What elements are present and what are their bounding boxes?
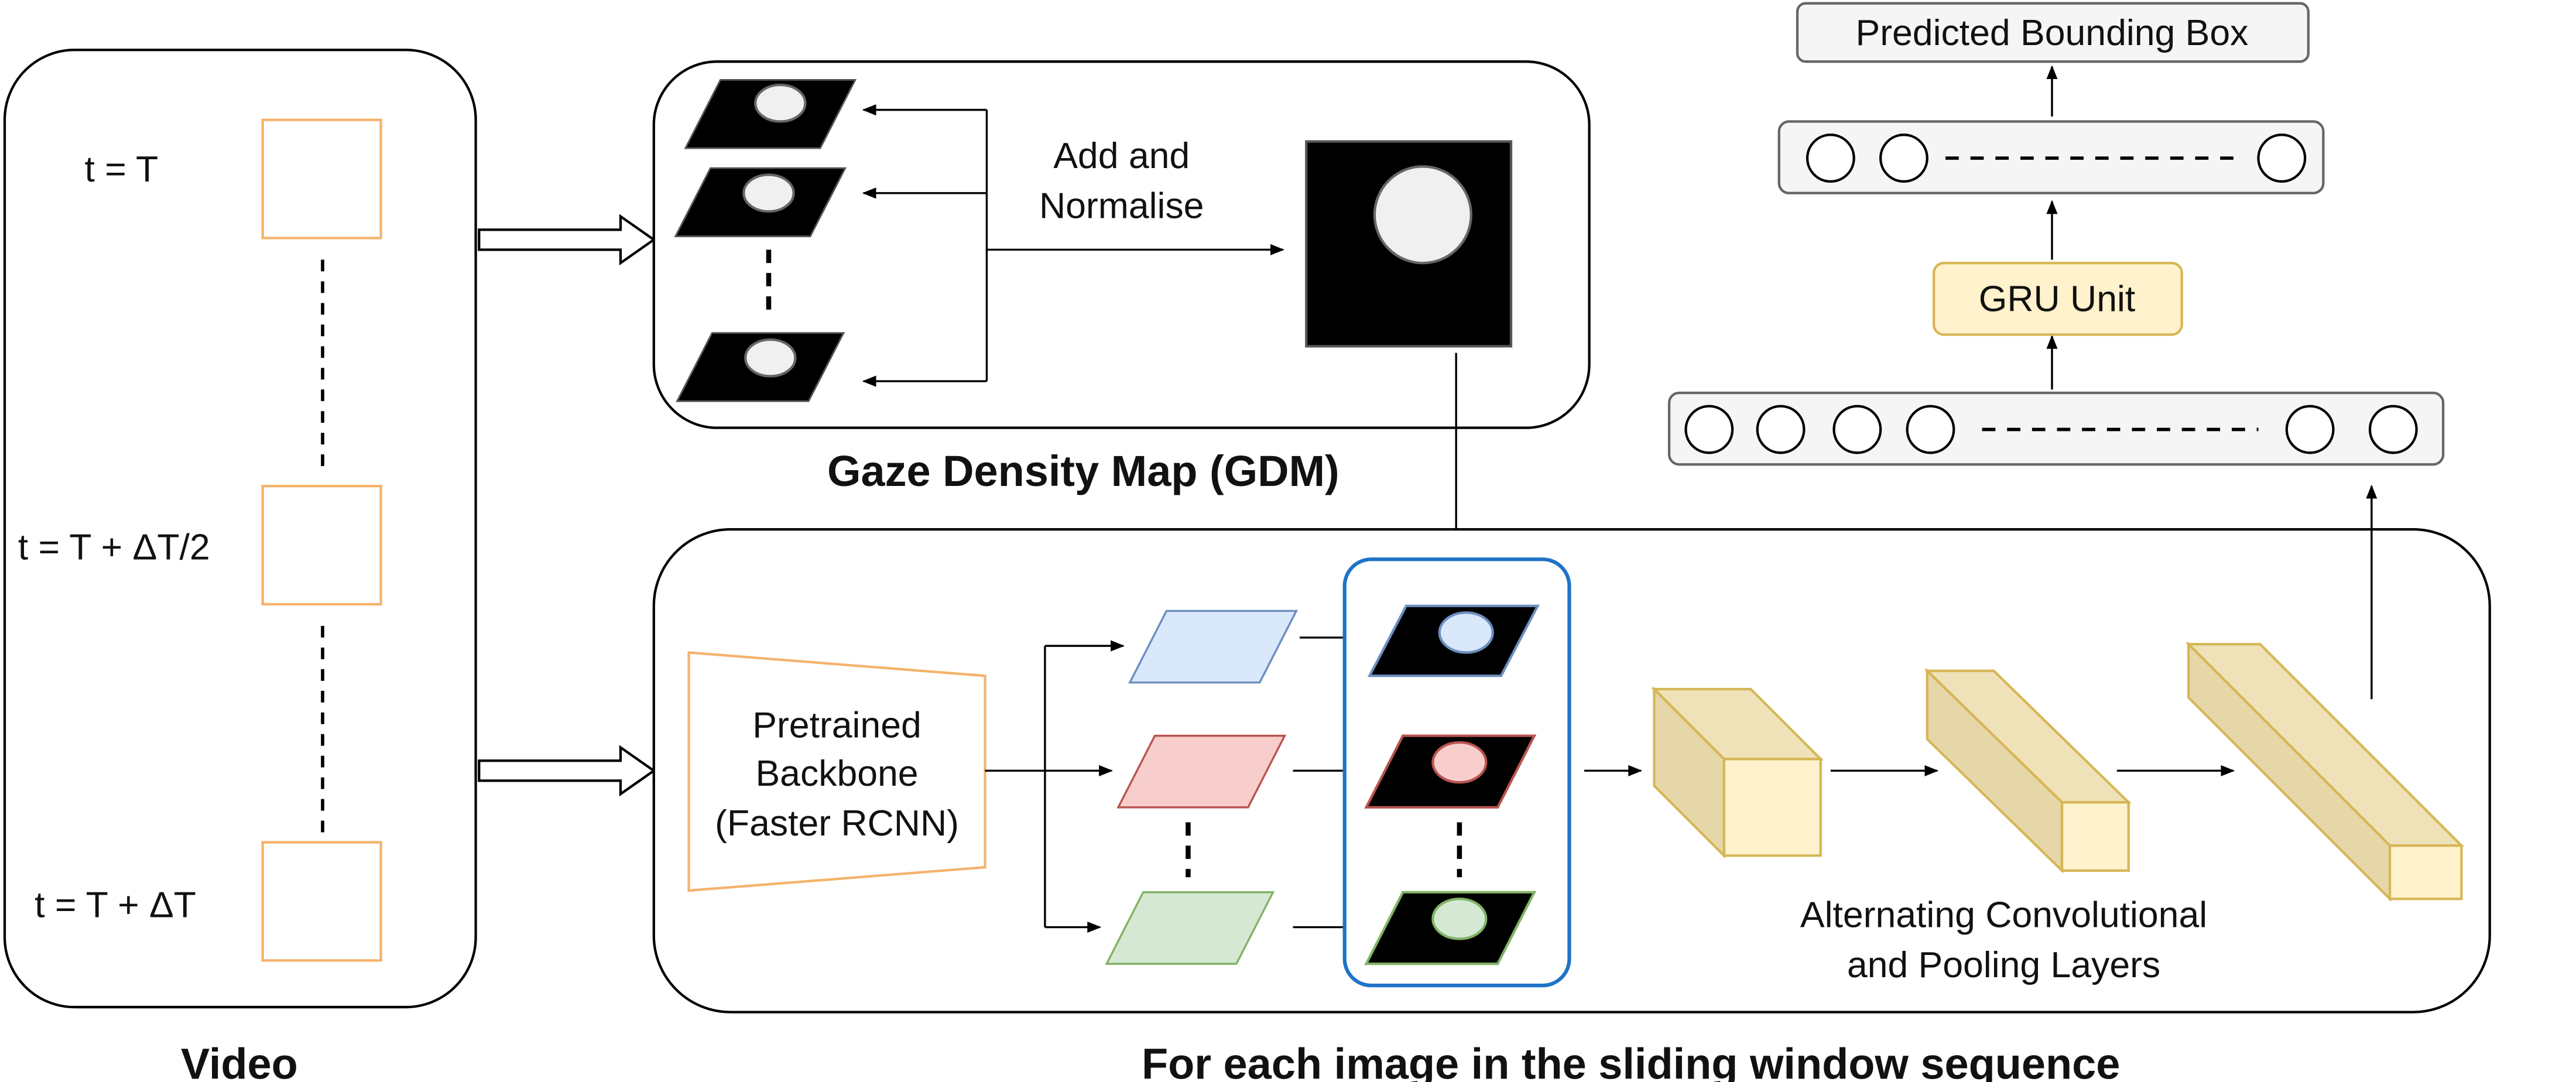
feature-map-blue <box>1128 610 1299 684</box>
t-end-label: t = T + ΔT <box>35 885 196 926</box>
sliding-title: For each image in the sliding window seq… <box>1142 1039 2120 1082</box>
feature-map-green <box>1105 891 1275 965</box>
backbone-line1: Pretrained <box>752 704 922 745</box>
backbone-block <box>687 651 986 892</box>
overlay-blue <box>1367 604 1540 677</box>
frame-t-mid <box>261 485 382 606</box>
seq-node <box>1756 405 1806 454</box>
backbone-line3: (Faster RCNN) <box>715 803 959 844</box>
hidden-node <box>2257 133 2307 183</box>
overlay-green <box>1364 891 1537 965</box>
gru-label: GRU Unit <box>1979 279 2136 320</box>
add-label-line2: Normalise <box>1039 185 1204 226</box>
gaze-frame-2 <box>674 167 847 238</box>
video-panel-border <box>3 49 477 1009</box>
video-to-backbone-arrow <box>478 745 656 797</box>
seq-node <box>1832 405 1882 454</box>
sliding-panel: Pretrained Backbone (Faster RCNN) <box>652 528 2491 1013</box>
gru-unit-box <box>1932 262 2183 336</box>
add-label-line1: Add and <box>1053 135 1190 176</box>
video-to-gdm-arrow <box>478 214 656 266</box>
seq-node <box>2368 405 2418 454</box>
frame-t-end <box>261 841 382 962</box>
t-start-label: t = T <box>84 149 158 190</box>
conv-block-2 <box>1924 667 2132 874</box>
conv-label-line1: Alternating Convolutional <box>1800 895 2207 936</box>
hidden-node <box>1879 133 1928 183</box>
video-title: Video <box>181 1039 298 1082</box>
predicted-label: Predicted Bounding Box <box>1856 12 2249 53</box>
seq-node <box>1684 405 1734 454</box>
overlay-red <box>1364 734 1537 809</box>
backbone-line2: Backbone <box>755 753 918 794</box>
gaze-frame-1 <box>684 79 857 149</box>
predicted-box <box>1796 2 2310 63</box>
seq-node <box>2285 405 2335 454</box>
t-mid-label: t = T + ΔT/2 <box>18 526 210 567</box>
seq-node <box>1906 405 1955 454</box>
conv-block-1 <box>1651 686 1824 859</box>
density-blob <box>1373 165 1472 265</box>
gdm-title: Gaze Density Map (GDM) <box>827 447 1340 495</box>
gaze-frame-3 <box>676 332 845 402</box>
conv-block-3 <box>2185 641 2465 902</box>
frame-t-start <box>261 118 382 239</box>
conv-label-line2: and Pooling Layers <box>1847 944 2160 985</box>
video-panel: t = T t = T + ΔT/2 t = T + ΔT <box>3 49 477 1009</box>
feature-map-red <box>1116 734 1287 809</box>
hidden-node <box>1806 133 1855 183</box>
rnn-stack: GRU Unit Predicted Bounding Box <box>1667 2 2445 466</box>
gdm-panel: Add and Normalise <box>652 60 1591 429</box>
